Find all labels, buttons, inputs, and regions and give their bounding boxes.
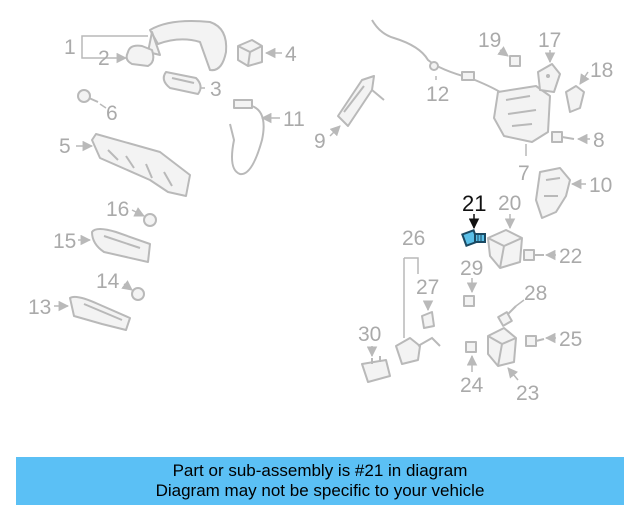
callout-18: 18	[590, 59, 613, 82]
part-17-plate[interactable]	[537, 63, 561, 93]
callout-8: 8	[593, 129, 605, 152]
part-12-cable[interactable]	[371, 19, 501, 93]
part-5-handle-frame[interactable]	[91, 133, 191, 197]
parts-diagram: 1 2 3 4 5 6 7 8	[28, 19, 613, 405]
banner-line-2: Diagram may not be specific to your vehi…	[155, 481, 485, 500]
callout-26-leader	[403, 257, 419, 338]
part-26-bracket-assembly[interactable]	[395, 336, 441, 365]
callout-6: 6	[106, 102, 118, 125]
callout-11: 11	[283, 108, 305, 131]
part-29-bolt[interactable]	[463, 295, 475, 307]
callout-27: 27	[416, 276, 439, 299]
callout-2: 2	[98, 47, 110, 70]
part-11-cable[interactable]	[229, 99, 265, 176]
callout-21: 21	[462, 191, 486, 216]
part-8-bolt[interactable]	[551, 131, 575, 143]
part-1-outer-handle[interactable]	[147, 20, 228, 72]
part-18-cover[interactable]	[565, 85, 585, 113]
part-2-gasket[interactable]	[125, 44, 155, 67]
part-16-screw[interactable]	[143, 213, 157, 227]
callout-26: 26	[402, 227, 425, 250]
part-21-fastener-highlighted[interactable]	[461, 229, 486, 247]
callout-1-leader	[81, 35, 148, 59]
callout-9: 9	[314, 130, 326, 153]
info-banner: Part or sub-assembly is #21 in diagram D…	[16, 457, 624, 505]
part-25-bolt[interactable]	[525, 335, 545, 347]
part-24-bolt[interactable]	[465, 341, 477, 353]
part-19-bolt[interactable]	[509, 55, 521, 67]
part-30-switch[interactable]	[361, 356, 391, 383]
part-27-clip[interactable]	[421, 311, 435, 329]
part-13-inner-bezel[interactable]	[69, 295, 131, 331]
callout-12: 12	[426, 83, 449, 106]
callout-30: 30	[358, 323, 381, 346]
callout-19: 19	[478, 29, 501, 52]
part-23-hinge[interactable]	[487, 327, 517, 367]
callout-17: 17	[538, 29, 561, 52]
callout-20: 20	[498, 192, 521, 215]
callout-7: 7	[518, 162, 530, 185]
part-15-inner-handle[interactable]	[91, 228, 151, 263]
part-28-bolt[interactable]	[497, 305, 517, 327]
callout-24: 24	[460, 374, 484, 397]
part-14-clip[interactable]	[131, 287, 145, 301]
callout-23: 23	[516, 382, 539, 405]
part-4-cap[interactable]	[237, 39, 263, 67]
callout-29: 29	[460, 257, 483, 280]
callout-5: 5	[59, 135, 71, 158]
callout-25: 25	[559, 328, 582, 351]
callout-13: 13	[28, 296, 51, 319]
part-9-plate[interactable]	[337, 75, 385, 127]
part-20-bracket[interactable]	[487, 229, 523, 269]
callout-22: 22	[559, 245, 582, 268]
callout-4: 4	[285, 43, 297, 66]
part-6-screw[interactable]	[77, 89, 99, 103]
callout-3: 3	[210, 78, 222, 101]
part-7-latch[interactable]	[493, 85, 551, 143]
callout-10: 10	[589, 174, 612, 197]
part-10-bracket[interactable]	[535, 167, 571, 219]
part-3-bezel[interactable]	[162, 71, 202, 95]
part-22-bolt[interactable]	[523, 249, 544, 261]
callout-1: 1	[64, 36, 76, 59]
callout-28: 28	[524, 282, 547, 305]
callout-15: 15	[53, 230, 76, 253]
callout-16: 16	[106, 198, 129, 221]
callout-14: 14	[96, 270, 120, 293]
banner-line-1: Part or sub-assembly is #21 in diagram	[172, 461, 468, 480]
